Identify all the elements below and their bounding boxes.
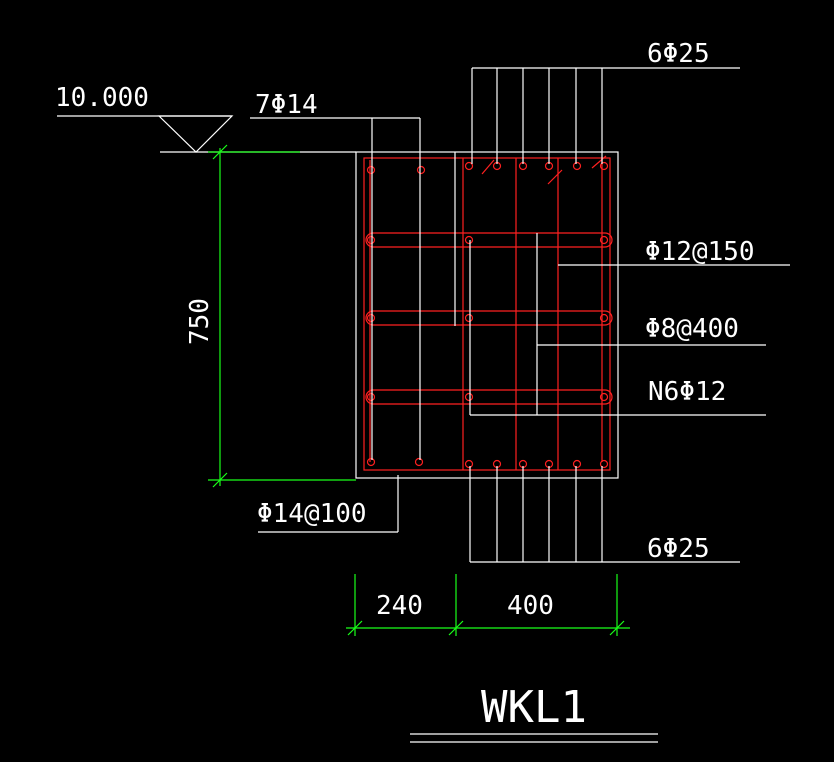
callout-bottom-bars: 6Φ25 <box>647 534 710 564</box>
section-title-block: WKL1 <box>410 682 658 743</box>
callout-ties: Φ8@400 <box>645 314 739 344</box>
callout-side-bars: 7Φ14 <box>255 90 318 120</box>
dimension-height-label: 750 <box>185 298 215 345</box>
section-title: WKL1 <box>481 682 587 733</box>
dimension-width-right-label: 400 <box>507 591 554 621</box>
tie-row-2 <box>365 310 613 326</box>
callout-stirrups-slab: Φ14@100 <box>257 499 367 529</box>
callout-top-bars: 6Φ25 <box>647 39 710 69</box>
height-dimension: 750 <box>185 144 356 488</box>
tie-row-3 <box>365 389 613 405</box>
rebar-stirrups <box>363 155 613 471</box>
callout-stirrups-beam: Φ12@150 <box>645 237 755 267</box>
elevation-marker: 10.000 <box>55 83 356 153</box>
outer-stirrup <box>363 157 611 471</box>
tie-row-1 <box>365 232 613 248</box>
leader-lines <box>250 67 790 563</box>
width-dimension: 240 400 <box>346 574 630 636</box>
elevation-triangle-icon <box>157 115 234 153</box>
elevation-label: 10.000 <box>55 83 149 113</box>
rebar-bars <box>366 161 609 469</box>
callout-waist-bars: N6Φ12 <box>648 377 726 407</box>
dimension-width-left-label: 240 <box>376 591 423 621</box>
section-outline <box>355 151 619 479</box>
